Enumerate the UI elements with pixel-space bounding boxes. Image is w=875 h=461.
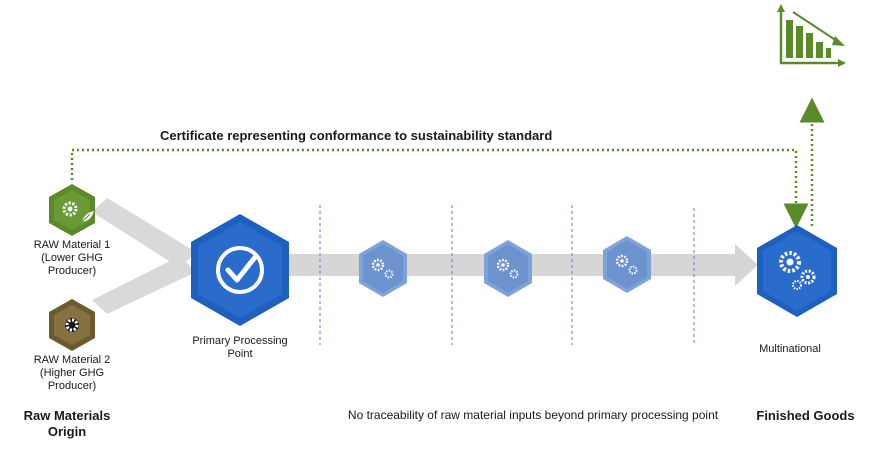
raw-material-2-label-line2: (Higher GHG [39,367,105,379]
flow-band-material-2 [92,256,196,314]
gear-icon [65,318,79,332]
raw-material-2-node [49,299,95,351]
raw-material-2-label: RAW Material 2 (Higher GHG Producer) [22,354,122,393]
raw-materials-origin-line1: Raw Materials [23,408,111,423]
gears-icon [779,251,816,290]
raw-materials-origin-line2: Origin [47,424,87,439]
intermediate-node-2 [484,240,532,297]
raw-material-1-label-line2: (Lower GHG [41,252,103,264]
raw-material-1-node [49,184,95,236]
gears-icon [615,254,638,275]
raw-material-2-label-line1: RAW Material 2 [33,354,111,366]
raw-material-1-label-line3: Producer) [47,265,97,277]
raw-material-2-label-line3: Producer) [47,380,97,392]
traceability-note: No traceability of raw material inputs b… [347,408,719,422]
raw-material-1-label: RAW Material 1 (Lower GHG Producer) [22,239,122,278]
raw-materials-origin-label: Raw Materials Origin [12,408,122,440]
certificate-dotted-line [70,148,809,229]
gears-icon [496,258,519,279]
primary-processing-label-line1: Primary Processing [192,335,288,347]
primary-processing-node [191,214,289,326]
gear-leaf-icon [62,201,94,223]
check-circle-icon [216,246,264,294]
primary-processing-label-line2: Point [227,348,253,360]
flow-band-material-1 [92,198,196,268]
multinational-label: Multinational [759,343,821,355]
primary-processing-label: Primary Processing Point [180,335,300,361]
intermediate-node-3 [603,236,651,293]
gears-icon [371,258,394,279]
certificate-label: Certificate representing conformance to … [160,128,553,143]
intermediate-node-1 [359,240,407,297]
declining-bar-chart-icon [777,4,846,67]
raw-material-1-label-line1: RAW Material 1 [33,239,111,251]
multinational-node [757,225,837,317]
main-flow-arrowhead [735,244,758,286]
finished-goods-label: Finished Goods [756,408,855,423]
